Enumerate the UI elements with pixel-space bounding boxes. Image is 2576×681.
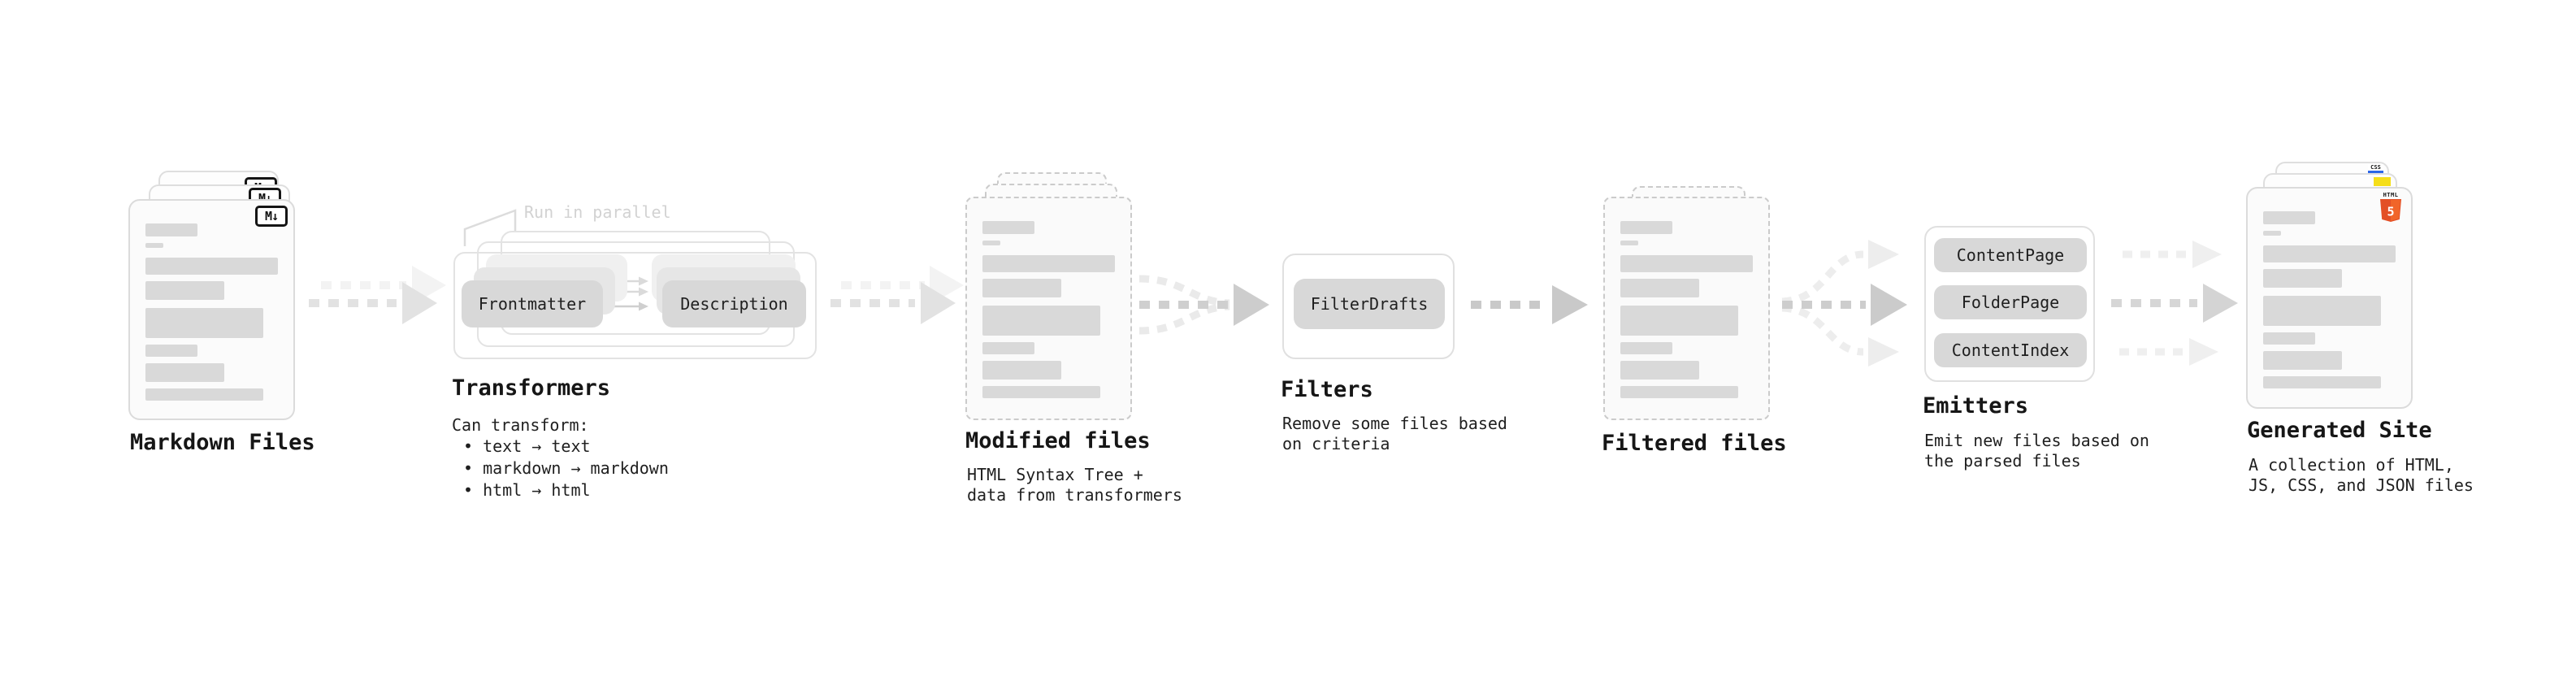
- html5-icon-label: HTML: [2383, 192, 2399, 198]
- transformer-pill-frontmatter: Frontmatter: [462, 280, 603, 327]
- bullet-item: • markdown → markdown: [463, 458, 669, 478]
- stage-title-filters: Filters: [1281, 377, 1373, 402]
- stage-title-transformers: Transformers: [452, 375, 611, 401]
- stage-title-generated-site: Generated Site: [2247, 418, 2432, 443]
- file-content-placeholder: [145, 223, 278, 401]
- arrow-merge-into-filters: [1138, 275, 1269, 335]
- run-in-parallel-callout-line: [463, 209, 517, 246]
- filtered-file-tab: [1632, 186, 1746, 200]
- transformers-bullet-list: • text → text • markdown → markdown • ht…: [463, 436, 669, 501]
- stage-title-modified-files: Modified files: [965, 428, 1151, 453]
- stage-title-filtered-files: Filtered files: [1602, 431, 1787, 456]
- html5-icon: HTML 5: [2379, 192, 2402, 222]
- stage-title-emitters: Emitters: [1923, 393, 2029, 419]
- arrow-filters-to-filtered: [1471, 285, 1588, 324]
- transformer-frame: [453, 252, 817, 359]
- arrows-emitters-to-site: [2111, 241, 2238, 366]
- file-content-placeholder: [1620, 221, 1753, 398]
- file-content-placeholder: [2263, 211, 2396, 388]
- modified-file-tab: [985, 184, 1117, 200]
- modified-files-subtitle: HTML Syntax Tree + data from transformer…: [967, 465, 1182, 505]
- arrow-markdown-to-transformers: [309, 266, 446, 324]
- site-file-card: [2246, 187, 2413, 409]
- transformer-pill-description: Description: [662, 280, 806, 327]
- arrow-transformers-to-modified: [830, 266, 964, 324]
- css-icon: CSS: [2368, 164, 2383, 173]
- markdown-icon: M↓: [255, 206, 288, 227]
- generated-site-subtitle: A collection of HTML, JS, CSS, and JSON …: [2249, 455, 2474, 495]
- arrow-fanout-to-emitters: [1781, 240, 1907, 367]
- transformers-subtitle: Can transform:: [452, 415, 589, 435]
- emitter-pill-contentindex: ContentIndex: [1934, 333, 2087, 367]
- js-icon: [2374, 177, 2391, 186]
- emitter-pill-contentpage: ContentPage: [1934, 238, 2087, 272]
- filtered-file-card: [1603, 197, 1770, 420]
- filters-subtitle: Remove some files based on criteria: [1282, 414, 1507, 453]
- filter-pill-filterdrafts: FilterDrafts: [1294, 279, 1445, 329]
- file-content-placeholder: [982, 221, 1115, 398]
- bullet-item: • html → html: [463, 480, 591, 500]
- emitter-pill-folderpage: FolderPage: [1934, 285, 2087, 319]
- run-in-parallel-note: Run in parallel: [524, 202, 671, 222]
- stage-title-markdown-files: Markdown Files: [130, 430, 315, 455]
- html5-icon-number: 5: [2387, 205, 2394, 219]
- bullet-item: • text → text: [463, 436, 591, 456]
- modified-file-card: [965, 197, 1132, 420]
- emitters-subtitle: Emit new files based on the parsed files: [1924, 431, 2149, 471]
- markdown-file-card: [128, 199, 295, 420]
